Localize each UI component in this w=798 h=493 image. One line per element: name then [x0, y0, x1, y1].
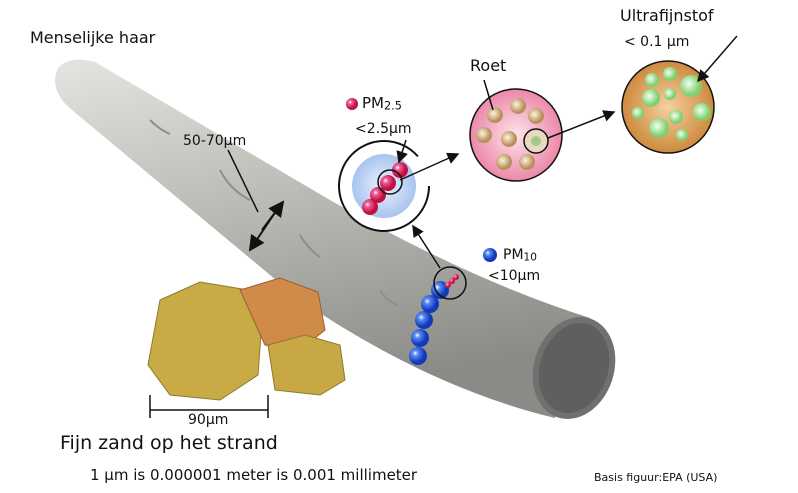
ultrafine-size-label: < 0.1 µm	[624, 34, 690, 50]
pm25-size-label: <2.5µm	[355, 121, 412, 137]
hair-width-arrow	[227, 149, 285, 252]
soot-label: Roet	[470, 56, 507, 75]
hair-width-label: 50-70µm	[183, 133, 247, 149]
credit-label: Basis figuur:EPA (USA)	[594, 471, 718, 484]
sand-width-label: 90µm	[186, 412, 231, 428]
ultrafine-circle	[621, 35, 738, 154]
scale-note: 1 µm is 0.000001 meter is 0.001 millimet…	[90, 466, 418, 484]
pm25-name: PM	[362, 94, 384, 112]
pm25-subscript: 2.5	[384, 99, 402, 113]
hair-label: Menselijke haar	[30, 28, 156, 47]
pm10-size-label: <10µm	[488, 268, 541, 284]
sand-grains	[147, 277, 346, 418]
pm10-name: PM	[503, 247, 524, 263]
sand-label: Fijn zand op het strand	[60, 432, 278, 454]
pm25-circle	[338, 98, 460, 232]
human-hair	[55, 59, 616, 419]
ultrafine-label: Ultrafijnstof	[620, 6, 714, 25]
pm25-legend-dot	[346, 98, 358, 110]
soot-circle	[469, 79, 616, 182]
pm10-legend-dot	[483, 248, 497, 262]
pm10-subscript: 10	[523, 251, 537, 264]
pm10-label: PM10	[503, 247, 537, 264]
pm25-label: PM2.5	[362, 94, 402, 113]
pm10-particles	[409, 224, 497, 365]
